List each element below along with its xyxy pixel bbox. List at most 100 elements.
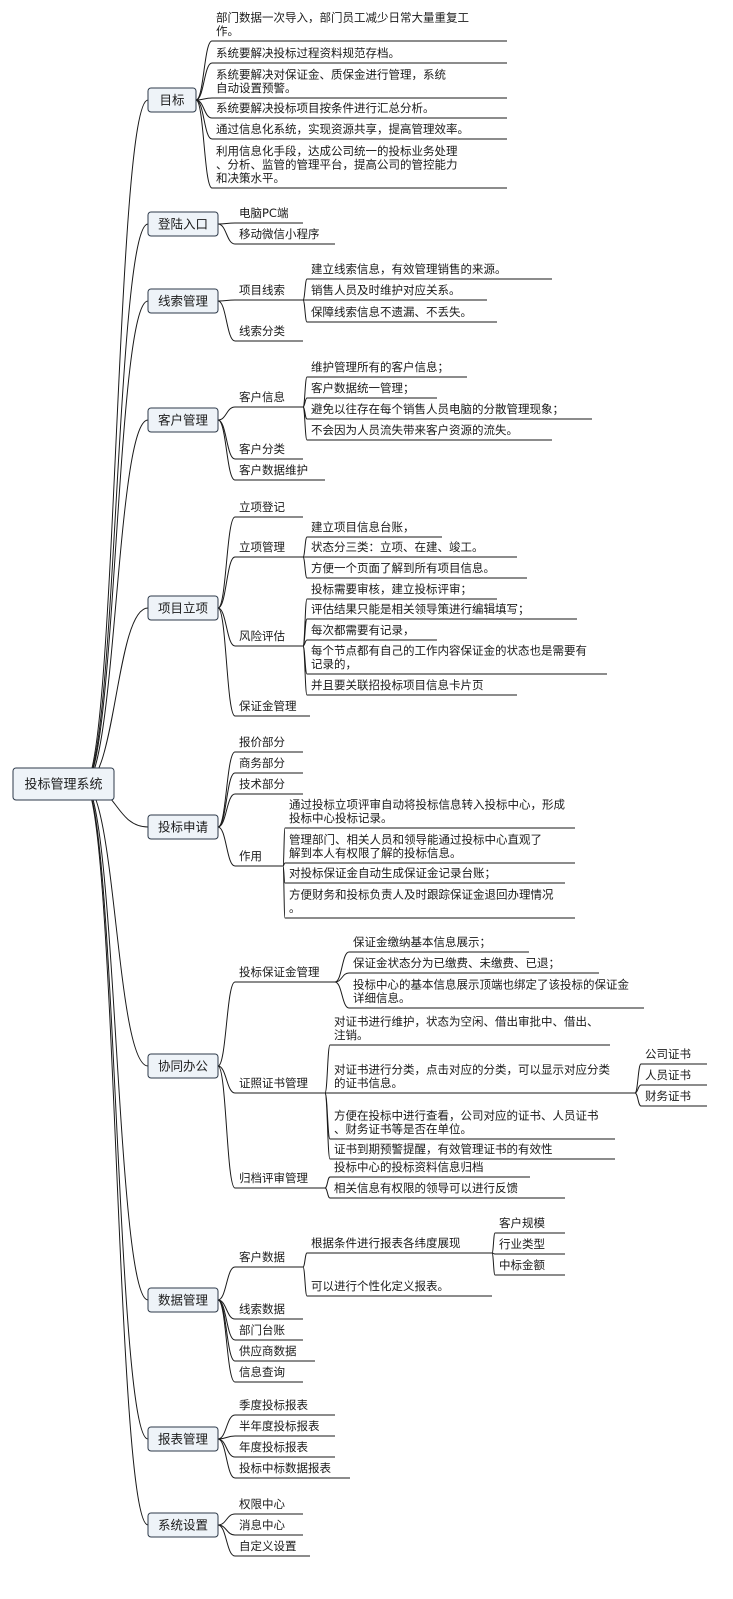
node-label: 证照证书管理 [239,1076,308,1090]
branch-connector [83,783,149,1067]
branch-node: 投标申请 [147,814,219,840]
connector [217,222,236,225]
node-label-line: 财务证书 [645,1089,691,1103]
node-label: 投标中标数据报表 [239,1461,331,1475]
node-label-line: 根据条件进行报表各纬度展现 [311,1236,461,1250]
node-label: 人员证书 [645,1068,691,1082]
node-label-line: 利用信息化手段，达成公司统一的投标业务处理 [216,144,458,158]
connector [217,826,236,867]
mind-map-node: 客户规模 [495,1216,565,1234]
connector [217,1513,236,1526]
mind-map-node: 部门数据一次导入，部门员工减少日常大量重复工作。 [212,11,507,42]
mind-map-node: 投标保证金管理 [235,965,335,983]
mind-map-node: 证书到期预警提醒，有效管理证书的有效性 [330,1142,615,1160]
node-label-line: 电脑PC端 [239,206,288,220]
mind-map-node: 报价部分 [235,735,303,753]
connector [217,1266,236,1301]
node-label-line: 客户数据统一管理； [311,381,415,395]
mind-map-node: 移动微信小程序 [235,227,335,245]
node-label-line: 证照证书管理 [239,1076,308,1090]
mind-map-node: 行业类型 [495,1237,565,1255]
node-label-line: 保证金管理 [239,699,297,713]
node-label-line: 消息中心 [239,1518,285,1532]
mind-map-node: 维护管理所有的客户信息； [307,360,467,378]
connector [282,827,286,867]
branch-node: 系统设置 [147,1512,219,1538]
connector [217,981,236,1067]
mind-map-node: 保证金状态分为已缴费、未缴费、已退； [349,956,599,974]
node-label-line: 方便一个页面了解到所有项目信息。 [311,561,495,575]
node-label-line: 客户分类 [239,442,285,456]
node-label-line: 供应商数据 [239,1344,297,1358]
node-label: 线索分类 [239,324,285,338]
mind-map-node: 相关信息有权限的领导可以进行反馈 [330,1181,565,1199]
connector [217,772,236,828]
connector [302,1266,308,1297]
mind-map-node: 商务部分 [235,756,303,774]
node-label: 通过投标立项评审自动将投标信息转入投标中心，形成投标中心投标记录。 [289,798,565,826]
node-label-line: 项目线索 [239,283,285,297]
node-label-line: 不会因为人员流失带来客户资源的流失。 [311,423,518,437]
branch-label: 登陆入口 [158,217,208,232]
mind-map-node: 每次都需要有记录， [307,623,437,641]
node-label-line: 人员证书 [645,1068,691,1082]
connector [324,1187,331,1199]
node-label: 系统要解决投标项目按条件进行汇总分析。 [216,101,435,115]
branch-box [147,211,219,237]
node-label-line: 客户数据 [239,1250,285,1264]
connector [217,607,236,717]
mind-map-node: 建立项目信息台账， [307,520,442,538]
connector [282,865,286,919]
connector [634,1092,642,1107]
mind-map-node: 投标中心的投标资料信息归档 [330,1160,530,1178]
mind-map-node: 季度投标报表 [235,1398,335,1416]
branch-box [147,1053,219,1079]
connector [195,40,213,101]
connector [217,1299,236,1383]
mind-map-node: 客户数据统一管理； [307,381,437,399]
branch-connector [83,419,149,785]
node-label-line: 保证金状态分为已缴费、未缴费、已退； [353,956,560,970]
node-label: 年度投标报表 [239,1440,308,1454]
node-label-line: 投标保证金管理 [239,965,320,979]
node-label-line: 维护管理所有的客户信息； [311,360,449,374]
node-label: 对投标保证金自动生成保证金记录台账； [289,866,496,880]
node-label-line: 通过信息化系统，实现资源共享，提高管理效率。 [216,122,469,136]
node-label: 避免以往存在每个销售人员电脑的分散管理现象； [311,402,564,416]
connector [217,406,236,421]
connector [302,556,308,579]
node-label: 客户分类 [239,442,285,456]
node-label: 消息中心 [239,1518,285,1532]
node-label: 相关信息有权限的领导可以进行反馈 [334,1181,518,1195]
branch-label: 协同办公 [158,1059,209,1074]
mind-map-node: 根据条件进行报表各纬度展现 [307,1236,492,1254]
connector [334,972,350,983]
mind-map-node: 方便一个页面了解到所有项目信息。 [307,561,527,579]
branch-box [147,87,197,113]
node-label-line: 每次都需要有记录， [311,623,415,637]
mind-map-node: 建立线索信息，有效管理销售的来源。 [307,262,552,280]
mind-map-node: 客户分类 [235,442,303,460]
node-label: 投标需要审核，建立投标评审； [311,582,472,596]
node-label: 公司证书 [645,1047,691,1061]
branch-box [147,407,219,433]
node-label-line: 解到本人有权限了解的投标信息。 [289,846,462,860]
node-label-line: 方便在投标中进行查看，公司对应的证书、人员证书 [334,1109,599,1123]
node-label: 不会因为人员流失带来客户资源的流失。 [311,423,518,437]
node-label-line: 投标中标数据报表 [239,1461,331,1475]
node-label-line: 状态分三类：立项、在建、竣工。 [311,540,484,554]
node-label: 保证金管理 [239,699,297,713]
connector [324,1092,331,1160]
mind-map-node: 利用信息化手段，达成公司统一的投标业务处理、分析、监管的管理平台，提高公司的管控… [212,144,507,189]
mind-map-node: 评估结果只能是相关领导策进行编辑填写； [307,602,577,620]
node-label: 根据条件进行报表各纬度展现 [311,1236,461,1250]
node-label: 对证书进行维护，状态为空闲、借出审批中、借出、注销。 [334,1015,599,1043]
node-label: 财务证书 [645,1089,691,1103]
connector [302,645,308,696]
node-label-line: 部门数据一次导入，部门员工减少日常大量重复工 [216,11,469,25]
mind-map-node: 保证金管理 [235,699,310,717]
node-label-line: 作用 [239,849,262,863]
node-label: 归档评审管理 [239,1171,308,1185]
branch-label: 目标 [159,93,184,108]
